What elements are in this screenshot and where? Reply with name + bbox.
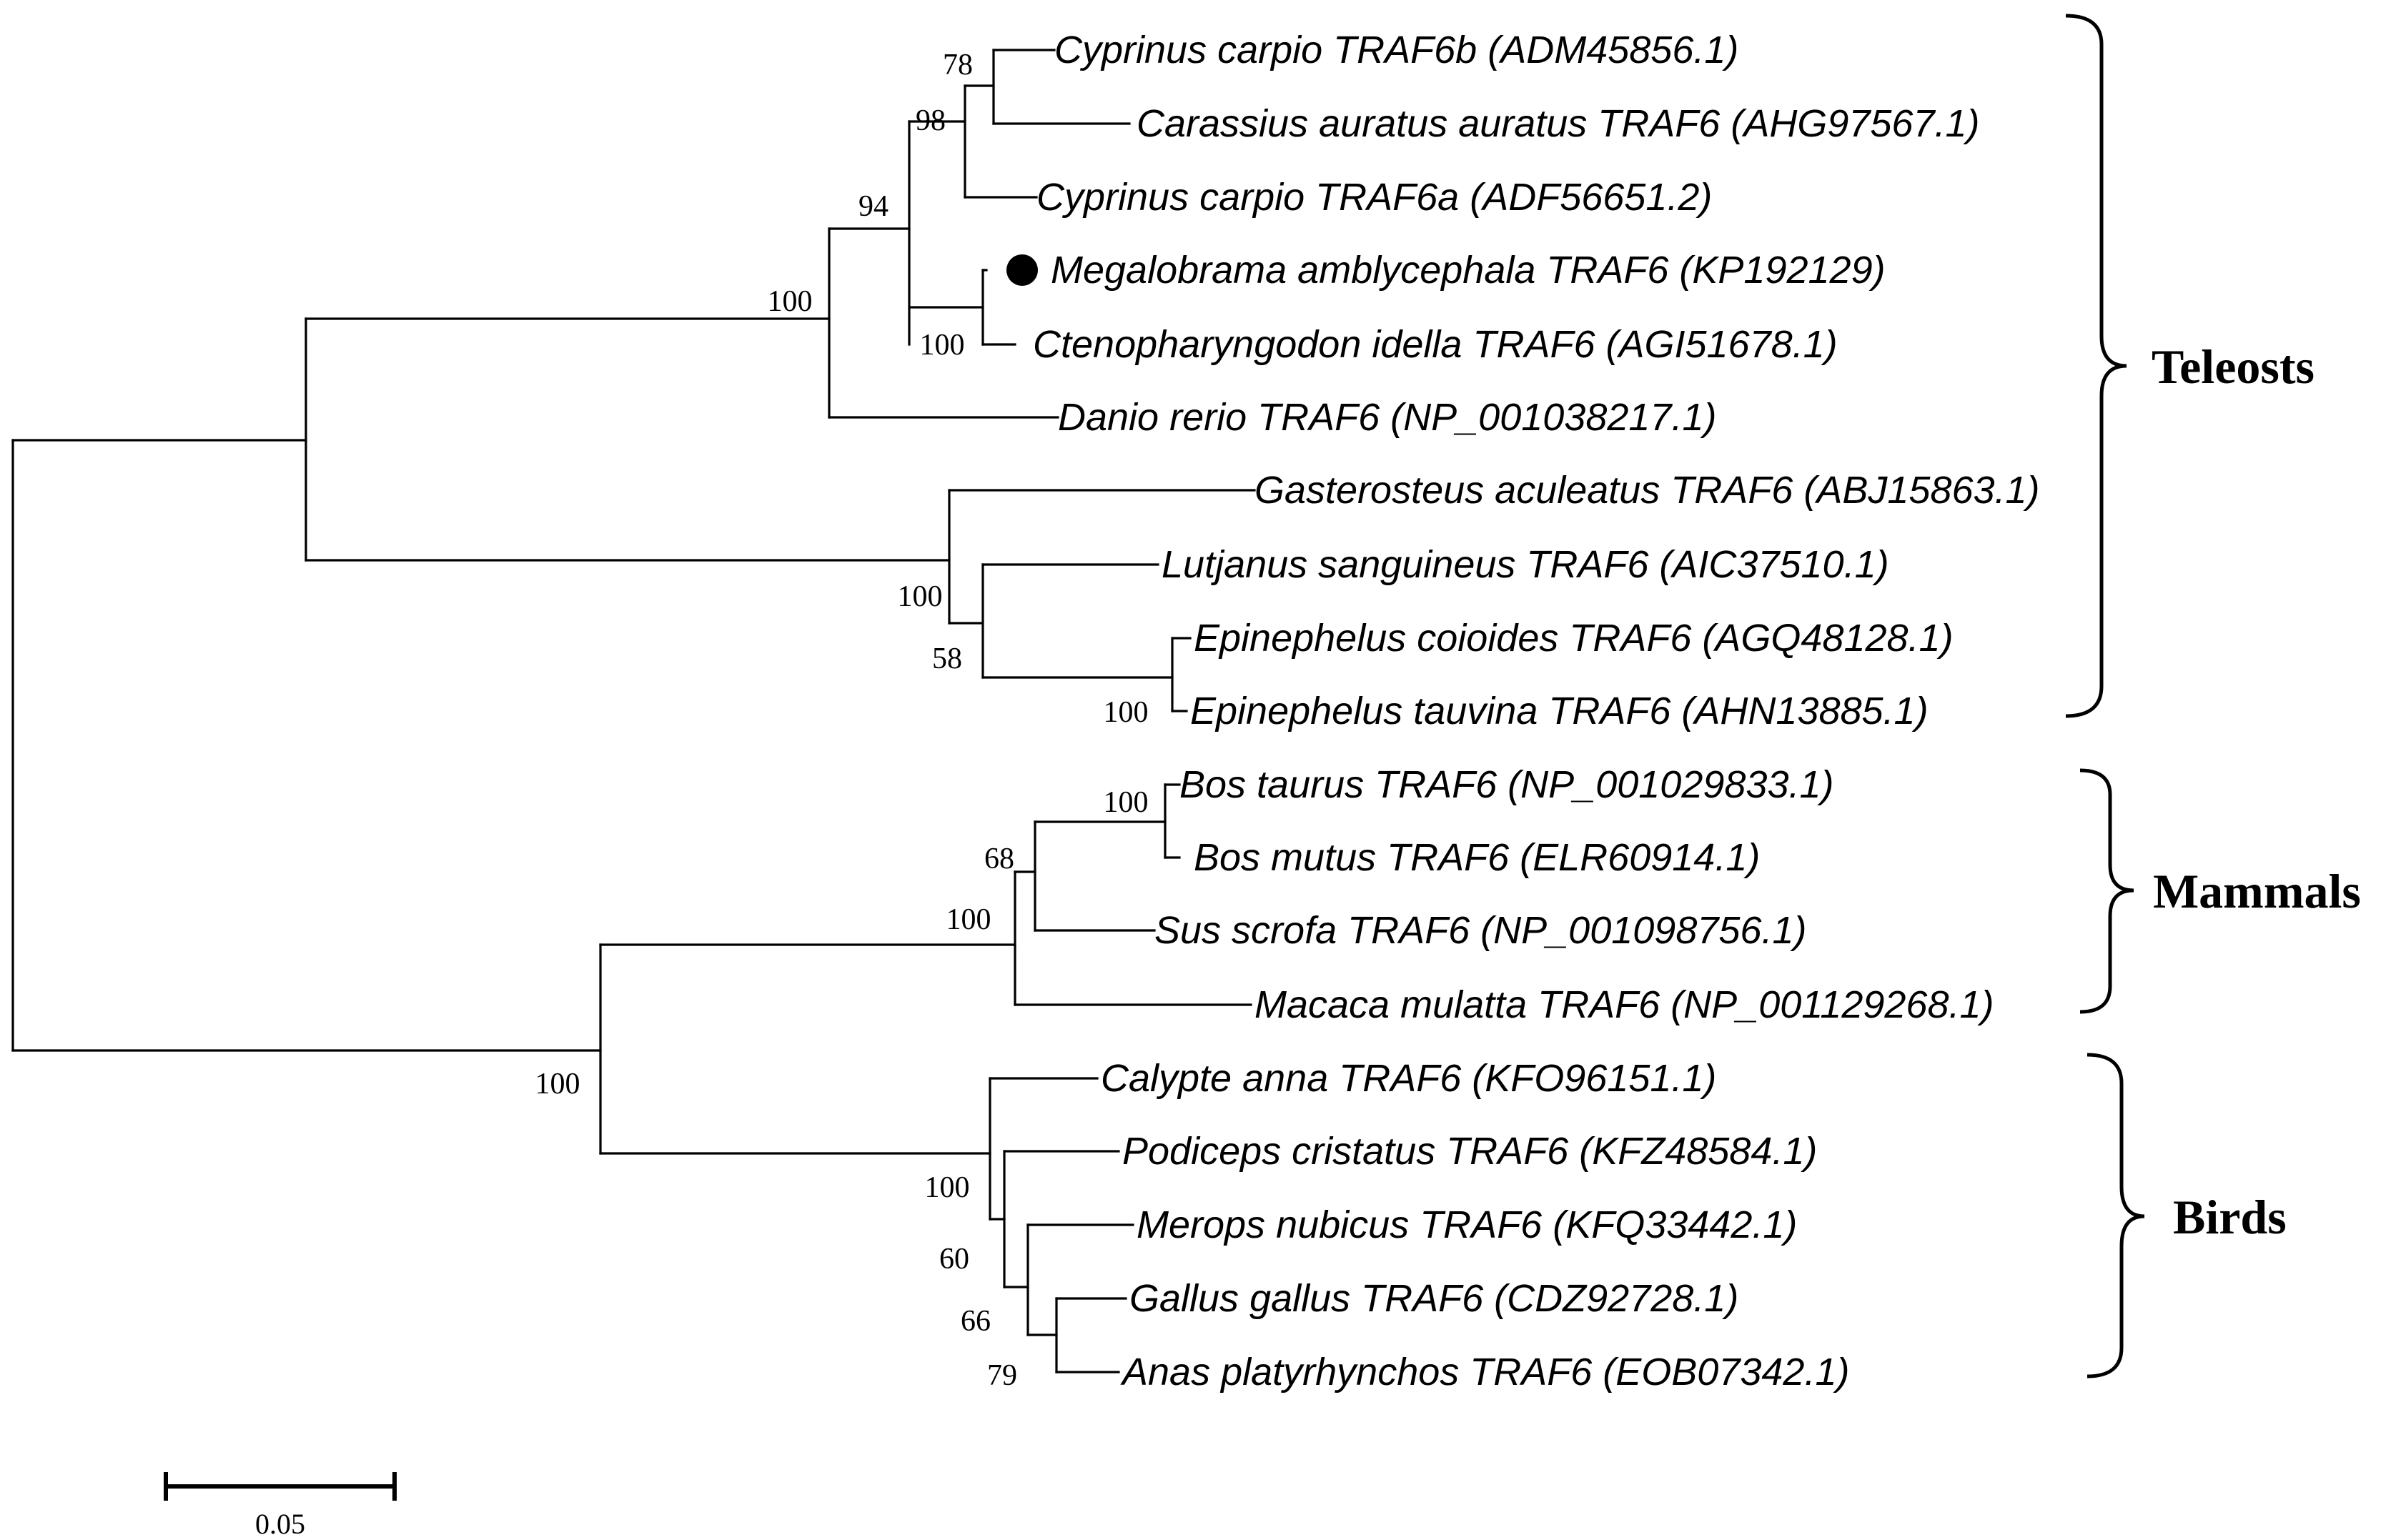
leaf-label: Ctenopharyngodon idella TRAF6 (AGI51678.… bbox=[1033, 323, 1838, 366]
leaf-label: Gallus gallus TRAF6 (CDZ92728.1) bbox=[1129, 1277, 1738, 1320]
group-birds: Birds bbox=[2086, 1053, 2287, 1378]
bootstrap-values: 78 98 94 100 100 100 58 100 100 68 100 100 100 60 66 79 bbox=[535, 49, 1149, 1392]
bootstrap-value: 78 bbox=[943, 49, 973, 81]
bootstrap-value: 100 bbox=[768, 285, 813, 318]
leaf-label: Calypte anna TRAF6 (KFO96151.1) bbox=[1101, 1057, 1716, 1100]
bootstrap-value: 60 bbox=[939, 1243, 969, 1276]
group-label-mammals: Mammals bbox=[2153, 864, 2361, 918]
leaf-label: Podiceps cristatus TRAF6 (KFZ48584.1) bbox=[1122, 1130, 1817, 1173]
bootstrap-value: 58 bbox=[932, 642, 962, 675]
leaf-label: Macaca mulatta TRAF6 (NP_001129268.1) bbox=[1254, 983, 1994, 1026]
bootstrap-value: 66 bbox=[961, 1305, 991, 1338]
leaf-labels: Cyprinus carpio TRAF6b (ADM45856.1) Caras… bbox=[1033, 29, 2040, 1394]
group-label-birds: Birds bbox=[2173, 1190, 2287, 1244]
bootstrap-value: 100 bbox=[920, 329, 965, 362]
bootstrap-value: 94 bbox=[858, 190, 888, 223]
leaf-label: Lutjanus sanguineus TRAF6 (AIC37510.1) bbox=[1162, 543, 1889, 586]
group-mammals: Mammals bbox=[2079, 768, 2361, 1014]
leaf-label: Anas platyrhynchos TRAF6 (EOB07342.1) bbox=[1120, 1351, 1849, 1394]
scale-bar: 0.05 bbox=[164, 1472, 397, 1540]
bootstrap-value: 68 bbox=[984, 843, 1014, 875]
leaf-label: Sus scrofa TRAF6 (NP_001098756.1) bbox=[1154, 909, 1806, 952]
leaf-label: Carassius auratus auratus TRAF6 (AHG9756… bbox=[1137, 102, 1980, 145]
leaf-label: Danio rerio TRAF6 (NP_001038217.1) bbox=[1058, 396, 1716, 439]
leaf-label: Bos mutus TRAF6 (ELR60914.1) bbox=[1194, 836, 1760, 879]
leaf-label: Epinephelus coioides TRAF6 (AGQ48128.1) bbox=[1194, 617, 1954, 660]
bootstrap-value: 98 bbox=[916, 104, 946, 137]
bootstrap-value: 100 bbox=[898, 580, 943, 613]
bootstrap-value: 100 bbox=[1104, 786, 1149, 819]
leaf-label: Cyprinus carpio TRAF6b (ADM45856.1) bbox=[1054, 29, 1738, 71]
bootstrap-value: 100 bbox=[925, 1171, 970, 1204]
birds-bracket bbox=[2086, 1053, 2145, 1378]
group-teleosts: Teleosts bbox=[2065, 14, 2315, 718]
bootstrap-value: 100 bbox=[946, 903, 991, 936]
leaf-label: Megalobrama amblycephala TRAF6 (KP192129… bbox=[1051, 249, 1886, 292]
scale-bar-line bbox=[164, 1472, 397, 1501]
leaf-label: Merops nubicus TRAF6 (KFQ33442.1) bbox=[1137, 1203, 1797, 1246]
scale-bar-label: 0.05 bbox=[255, 1508, 305, 1540]
bootstrap-value: 100 bbox=[535, 1068, 580, 1101]
tree-branches bbox=[11, 49, 1256, 1373]
bootstrap-value: 100 bbox=[1104, 696, 1149, 729]
mammals-bracket bbox=[2079, 768, 2134, 1014]
highlight-marker-icon bbox=[1006, 254, 1038, 286]
teleosts-bracket bbox=[2065, 14, 2127, 718]
leaf-label: Bos taurus TRAF6 (NP_001029833.1) bbox=[1179, 763, 1834, 806]
leaf-label: Cyprinus carpio TRAF6a (ADF56651.2) bbox=[1036, 176, 1712, 219]
group-label-teleosts: Teleosts bbox=[2152, 339, 2315, 394]
leaf-label: Gasterosteus aculeatus TRAF6 (ABJ15863.1… bbox=[1254, 469, 2040, 512]
leaf-label: Epinephelus tauvina TRAF6 (AHN13885.1) bbox=[1190, 690, 1929, 732]
bootstrap-value: 79 bbox=[987, 1359, 1017, 1392]
